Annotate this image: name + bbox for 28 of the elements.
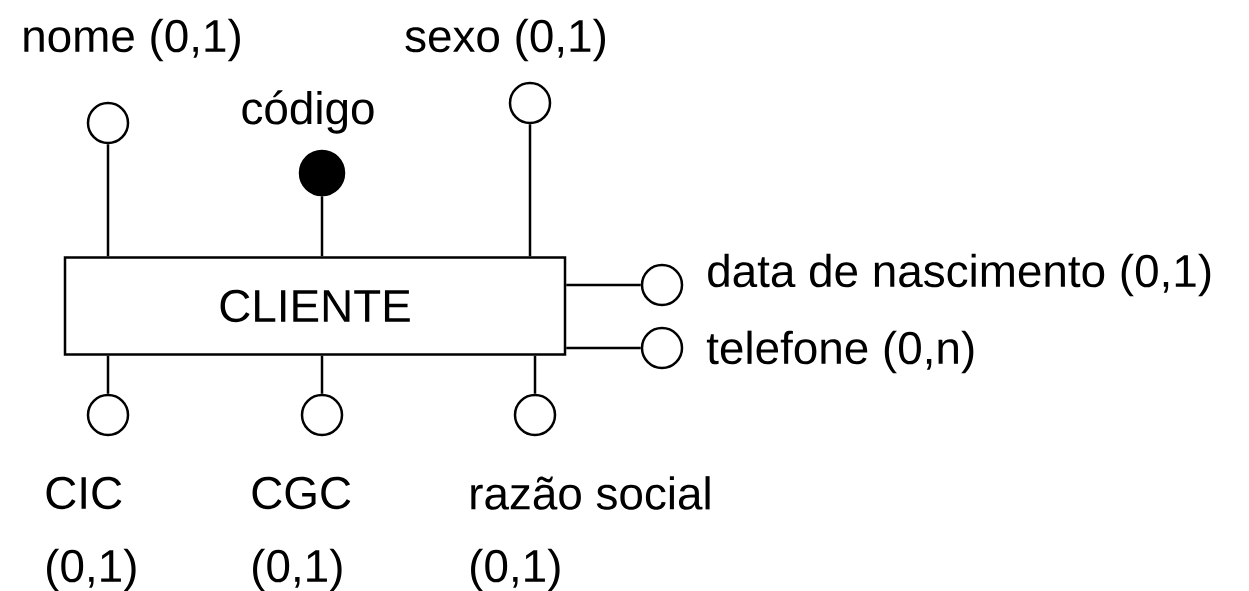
attribute-label: CGC (252, 476, 351, 510)
attribute-label: razão social (471, 476, 710, 510)
attribute-label: (0,1) (253, 548, 342, 591)
attribute-circle (513, 393, 557, 437)
attribute-label: data de nascimento (0,1) (708, 253, 1211, 297)
attribute-circle (640, 326, 684, 370)
connector-line (320, 196, 324, 257)
attribute-label: telefone (0,n) (706, 330, 974, 374)
attribute-label: sexo (0,1) (405, 18, 605, 62)
attribute-circle (86, 393, 130, 437)
connector-line (566, 283, 641, 287)
attribute-circle (508, 81, 552, 125)
attribute-label: nome (0,1) (24, 18, 240, 62)
attribute-label: (0,1) (471, 548, 560, 591)
connector-line (106, 144, 110, 257)
connector-line (528, 124, 532, 257)
connector-line (566, 346, 641, 350)
connector-line (533, 355, 537, 394)
attribute-circle (86, 101, 130, 145)
identifier-dot (298, 149, 346, 197)
attribute-label: código (242, 90, 374, 134)
attribute-circle (640, 263, 684, 307)
attribute-label: (0,1) (47, 548, 136, 591)
connector-line (106, 355, 110, 394)
attribute-circle (300, 393, 344, 437)
attribute-label: CIC (46, 476, 122, 510)
connector-line (320, 355, 324, 394)
entity-box: CLIENTE (63, 256, 567, 356)
